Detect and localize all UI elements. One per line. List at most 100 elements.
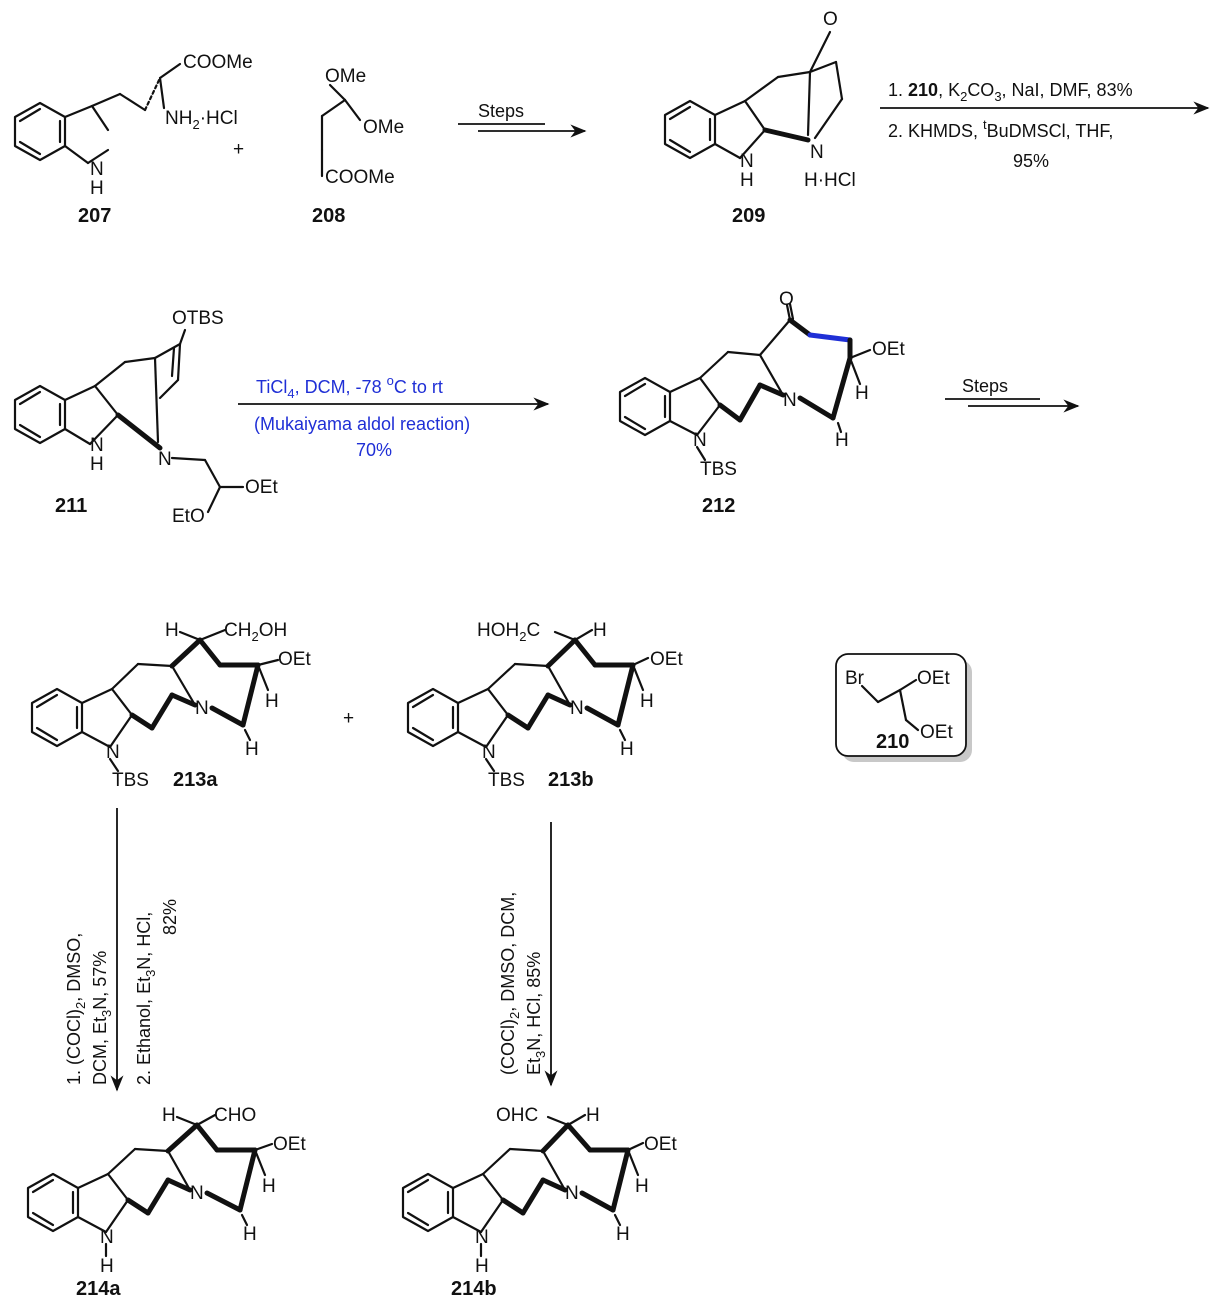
ester-label: COOMe	[183, 52, 253, 73]
arrow-line-3: 2. Ethanol, Et3N, HCl,	[134, 912, 158, 1085]
indole-n-label: N	[482, 742, 496, 763]
arrow-line-3: 95%	[1013, 151, 1049, 171]
compound-213b: HOH2C H OEt H H N N TBS 213b	[406, 620, 683, 791]
indole-h-label: H	[740, 170, 754, 191]
indole-h-label: H	[475, 1256, 489, 1277]
arrow-line-1: 1. (COCl)2, DMSO,	[64, 933, 88, 1085]
plus-sign-1: +	[233, 139, 244, 160]
amine-n-label: N	[565, 1183, 579, 1204]
hydroxymethyl-label: CH2OH	[224, 620, 287, 644]
indole-n-label: N	[100, 1227, 114, 1248]
compound-number-212: 212	[702, 495, 735, 517]
compound-number-213a: 213a	[173, 769, 218, 791]
h-label-top: H	[586, 1105, 600, 1126]
compound-207: COOMe NH2·HCl N H 207	[13, 52, 253, 227]
ketone-o-label: O	[823, 9, 838, 30]
ethoxy-label-1: OEt	[245, 477, 278, 498]
h-label-top: H	[593, 620, 607, 641]
indole-n-label: N	[693, 430, 707, 451]
compound-number-208: 208	[312, 205, 345, 227]
ethoxy-label-1: OEt	[917, 668, 950, 689]
arrow-label: Steps	[478, 101, 524, 121]
ethoxy-label: OEt	[872, 339, 905, 360]
indole-h-label: H	[100, 1256, 114, 1277]
ethoxy-label-2: EtO	[172, 506, 205, 527]
h-label-1: H	[855, 383, 869, 404]
arrow-steps-2: Steps	[945, 376, 1080, 413]
h-label-2: H	[620, 739, 634, 760]
tbs-label: TBS	[112, 770, 149, 791]
plus-sign-2: +	[343, 708, 354, 729]
ethoxy-label-2: OEt	[920, 722, 953, 743]
h-label-top: H	[162, 1105, 176, 1126]
indole-n-label: N	[740, 151, 754, 172]
compound-210-box: Br OEt OEt 210	[835, 653, 972, 762]
indole-n-label: N	[475, 1227, 489, 1248]
arrow-line-1: TiCl4, DCM, -78 oC to rt	[256, 373, 443, 401]
amine-n-label: N	[570, 698, 584, 719]
arrow-swern-acetal: 1. (COCl)2, DMSO, DCM, Et3N, 57% 2. Etha…	[64, 808, 180, 1092]
amine-n-label: N	[195, 698, 209, 719]
hydroxymethyl-label: HOH2C	[477, 620, 540, 644]
amine-n-label: N	[783, 390, 797, 411]
h-label-2: H	[243, 1224, 257, 1245]
compound-212: O OEt H H N N TBS 212	[618, 289, 905, 517]
arrow-line-1: 1. 210, K2CO3, NaI, DMF, 83%	[888, 80, 1133, 104]
compound-211: OTBS N H N OEt EtO 211	[13, 308, 278, 527]
methoxy-label-1: OMe	[325, 66, 366, 87]
arrow-mukaiyama-aldol: TiCl4, DCM, -78 oC to rt (Mukaiyama aldo…	[238, 373, 550, 460]
indole-n-label: N	[90, 435, 104, 456]
indole-h-label: H	[90, 454, 104, 475]
ethoxy-label: OEt	[273, 1134, 306, 1155]
amine-label: NH2·HCl	[165, 108, 238, 132]
compound-number-214b: 214b	[451, 1278, 497, 1298]
indole-n-label: N	[106, 742, 120, 763]
tbs-label: TBS	[488, 770, 525, 791]
bromo-label: Br	[845, 668, 865, 689]
compound-number-214a: 214a	[76, 1278, 121, 1298]
indole-h-label: H	[90, 178, 104, 199]
compound-208: OMe OMe COOMe 208	[312, 66, 404, 227]
ester-label: COOMe	[325, 167, 395, 188]
silyl-enol-ether-label: OTBS	[172, 308, 224, 329]
arrow-swern: (COCl)2, DMSO, DCM, Et3N, HCl, 85%	[498, 822, 558, 1087]
h-label-2: H	[245, 739, 259, 760]
h-label-top: H	[165, 620, 179, 641]
compound-number-207: 207	[78, 205, 111, 227]
arrow-line-2: 2. KHMDS, tBuDMSCl, THF,	[888, 117, 1113, 141]
compound-214a: H CHO OEt H H N N H 214a	[26, 1105, 306, 1298]
methoxy-label-2: OMe	[363, 117, 404, 138]
aldehyde-label: OHC	[496, 1105, 538, 1126]
arrow-line-2: (Mukaiyama aldol reaction)	[254, 414, 470, 434]
arrow-alkylation-silylation: 1. 210, K2CO3, NaI, DMF, 83% 2. KHMDS, t…	[880, 80, 1210, 171]
arrow-line-2: Et3N, HCl, 85%	[524, 952, 548, 1075]
arrow-label: Steps	[962, 376, 1008, 396]
ketone-o-label: O	[779, 289, 794, 310]
hcl-label: H·HCl	[804, 170, 856, 191]
amine-n-label: N	[158, 449, 172, 470]
h-label-1: H	[265, 691, 279, 712]
arrow-line-2: DCM, Et3N, 57%	[90, 951, 114, 1085]
compound-number-209: 209	[732, 205, 765, 227]
ethoxy-label: OEt	[644, 1134, 677, 1155]
amine-n-label: N	[190, 1183, 204, 1204]
compound-209: O N H N H·HCl 209	[663, 9, 856, 227]
arrow-line-3: 70%	[356, 440, 392, 460]
arrow-line-4: 82%	[160, 899, 180, 935]
aldehyde-label: CHO	[214, 1105, 256, 1126]
ethoxy-label: OEt	[650, 649, 683, 670]
h-label-1: H	[262, 1176, 276, 1197]
compound-number-211: 211	[55, 495, 87, 517]
compound-number-210: 210	[876, 731, 909, 753]
h-label-2: H	[616, 1224, 630, 1245]
h-label-1: H	[635, 1176, 649, 1197]
ethoxy-label: OEt	[278, 649, 311, 670]
compound-213a: H CH2OH OEt H H N N TBS 213a	[30, 620, 311, 791]
compound-214b: OHC H OEt H H N N H 214b	[401, 1105, 677, 1298]
arrow-steps-1: Steps	[458, 101, 587, 138]
tbs-label: TBS	[700, 459, 737, 480]
compound-number-213b: 213b	[548, 769, 594, 791]
bridge-n-label: N	[810, 142, 824, 163]
h-label-1: H	[640, 691, 654, 712]
